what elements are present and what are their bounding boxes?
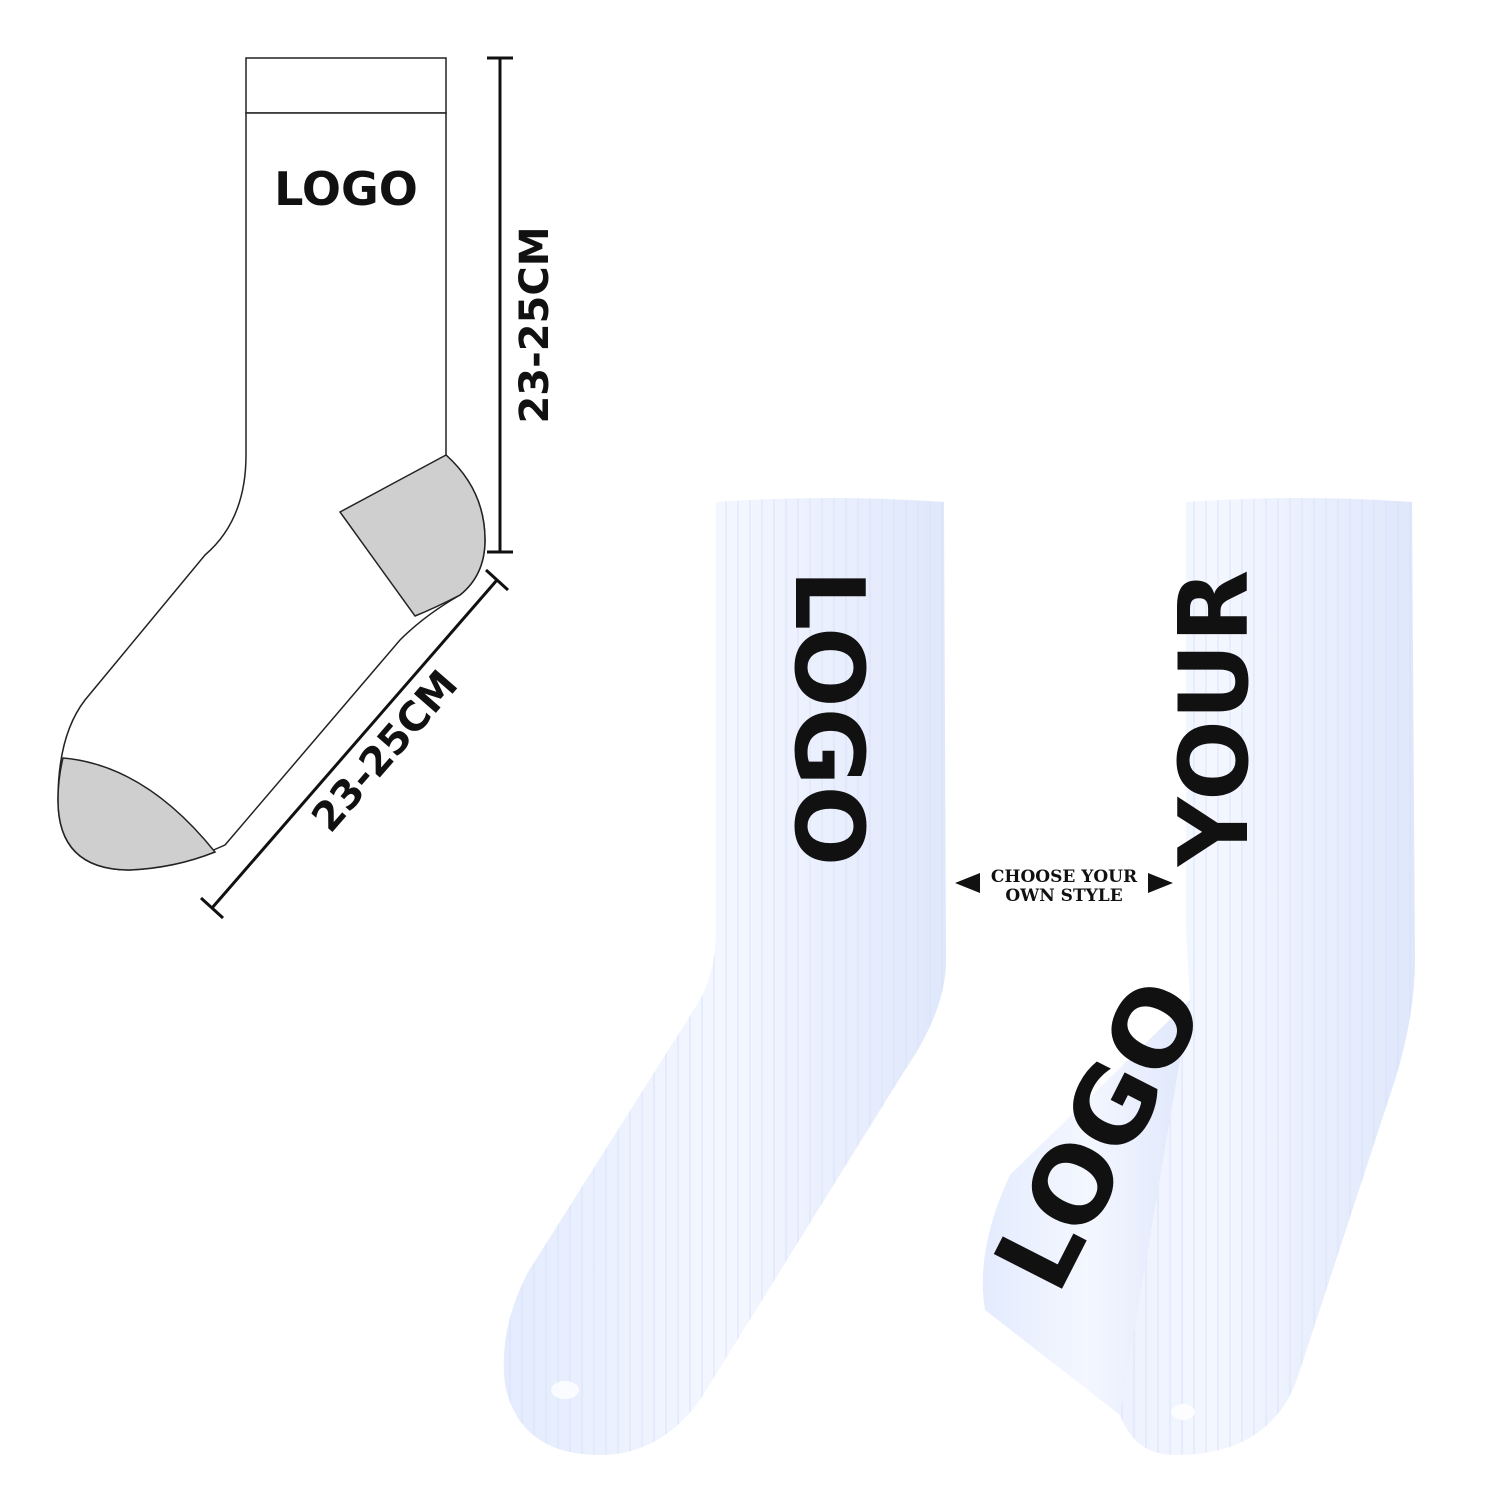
choose-line1: CHOOSE YOUR bbox=[991, 867, 1138, 887]
toe-patch bbox=[57, 757, 217, 871]
cuff-band bbox=[245, 57, 447, 114]
photo-sock-right: YOUR LOGO bbox=[971, 498, 1415, 1455]
height-dimension-label: 23-25CM bbox=[512, 226, 558, 423]
right-sock-your-text: YOUR bbox=[1160, 570, 1270, 867]
photo-sock-left: LOGO bbox=[503, 498, 946, 1455]
sock-outline-diagram: LOGO bbox=[57, 57, 486, 871]
diagram-logo-label: LOGO bbox=[274, 162, 418, 216]
left-arrow-icon bbox=[955, 873, 980, 893]
choose-style-callout: CHOOSE YOUR OWN STYLE bbox=[955, 867, 1173, 906]
choose-line2: OWN STYLE bbox=[1005, 886, 1122, 906]
right-arrow-icon bbox=[1148, 873, 1173, 893]
heel-patch bbox=[338, 454, 486, 617]
height-dimension: 23-25CM bbox=[487, 56, 558, 554]
left-sock-logo-text: LOGO bbox=[773, 570, 883, 867]
